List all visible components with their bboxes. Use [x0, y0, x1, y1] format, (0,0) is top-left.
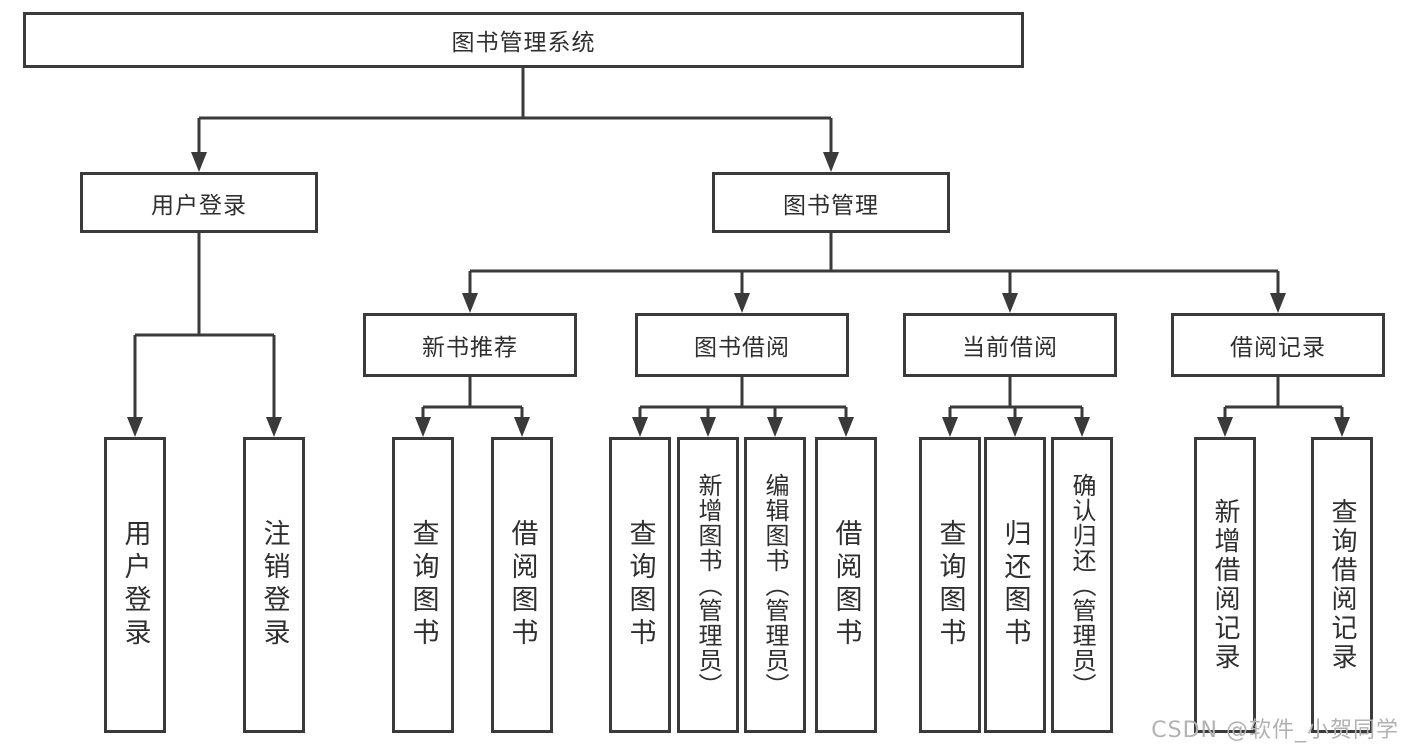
leaf-confirm-return-admin-label: 确认归还（管理员）: [1068, 472, 1096, 698]
node-library-system-label: 图书管理系统: [451, 30, 596, 56]
node-current-borrow: 当前借阅: [903, 313, 1117, 377]
leaf-user-login: 用户登录: [104, 437, 166, 733]
leaf-query-book-1: 查询图书: [392, 437, 454, 733]
leaf-query-borrow-record: 查询借阅记录: [1311, 437, 1373, 733]
node-current-borrow-label: 当前借阅: [962, 335, 1058, 361]
node-library-system: 图书管理系统: [23, 12, 1024, 68]
leaf-return-book: 归还图书: [984, 437, 1046, 733]
leaf-borrow-book-1: 借阅图书: [491, 437, 553, 733]
node-book-management: 图书管理: [712, 172, 950, 233]
leaf-query-book-3-label: 查询图书: [934, 519, 966, 651]
node-borrow-record: 借阅记录: [1171, 313, 1385, 377]
node-book-borrow: 图书借阅: [635, 313, 849, 377]
leaf-add-borrow-record: 新增借阅记录: [1194, 437, 1256, 733]
node-user-login-label: 用户登录: [151, 192, 247, 219]
node-book-management-label: 图书管理: [783, 192, 879, 219]
leaf-borrow-book-2: 借阅图书: [815, 437, 877, 733]
leaf-logout: 注销登录: [243, 437, 305, 733]
leaf-borrow-book-1-label: 借阅图书: [506, 519, 538, 651]
leaf-edit-book-admin-label: 编辑图书（管理员）: [761, 472, 789, 698]
leaf-add-book-admin: 新增图书（管理员）: [677, 437, 739, 733]
leaf-query-book-3: 查询图书: [919, 437, 981, 733]
leaf-edit-book-admin: 编辑图书（管理员）: [744, 437, 806, 733]
leaf-return-book-label: 归还图书: [999, 519, 1031, 651]
leaf-logout-label: 注销登录: [258, 519, 290, 651]
node-borrow-record-label: 借阅记录: [1230, 335, 1326, 361]
leaf-borrow-book-2-label: 借阅图书: [830, 519, 862, 651]
csdn-watermark: CSDN @软件_小贺同学: [1151, 718, 1399, 743]
leaf-query-borrow-record-label: 查询借阅记录: [1327, 498, 1357, 672]
leaf-query-book-1-label: 查询图书: [407, 519, 439, 651]
node-user-login: 用户登录: [80, 172, 318, 233]
leaf-user-login-label: 用户登录: [119, 519, 151, 651]
leaf-query-book-2: 查询图书: [609, 437, 671, 733]
node-new-book-recommend-label: 新书推荐: [422, 335, 518, 361]
leaf-query-book-2-label: 查询图书: [624, 519, 656, 651]
leaf-confirm-return-admin: 确认归还（管理员）: [1051, 437, 1113, 733]
node-book-borrow-label: 图书借阅: [694, 335, 790, 361]
leaf-add-borrow-record-label: 新增借阅记录: [1210, 498, 1240, 672]
leaf-add-book-admin-label: 新增图书（管理员）: [694, 472, 722, 698]
node-new-book-recommend: 新书推荐: [363, 313, 577, 377]
